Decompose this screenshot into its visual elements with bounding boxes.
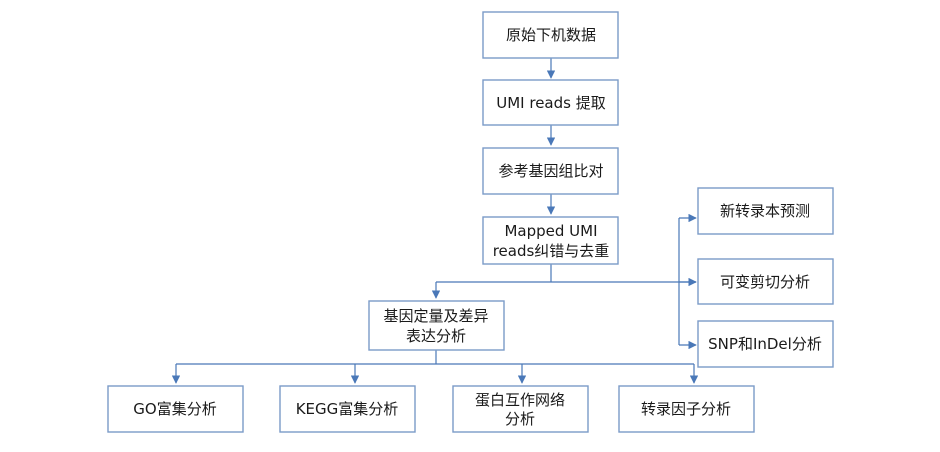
node-umi-extract: UMI reads 提取: [482, 79, 619, 126]
node-go-label: GO富集分析: [133, 400, 216, 418]
node-kegg: KEGG富集分析: [279, 385, 416, 433]
node-go: GO富集分析: [107, 385, 244, 433]
node-alt-splice-label: 可变剪切分析: [720, 273, 810, 291]
node-expression-label-line1: 基因定量及差异: [383, 307, 488, 325]
node-dedup-label-line1: Mapped UMI: [504, 222, 597, 240]
node-ppi-label-line1: 蛋白互作网络: [475, 391, 565, 409]
node-raw-data-label: 原始下机数据: [506, 26, 596, 44]
node-ppi-label-line2: 分析: [505, 410, 535, 428]
node-snp-indel-label: SNP和InDel分析: [708, 335, 822, 353]
node-dedup: Mapped UMI reads纠错与去重: [482, 216, 619, 265]
connectors: [171, 58, 699, 384]
node-snp-indel: SNP和InDel分析: [697, 320, 834, 368]
node-dedup-label-line2: reads纠错与去重: [493, 242, 610, 260]
node-kegg-label: KEGG富集分析: [296, 400, 399, 418]
node-ref-align-label: 参考基因组比对: [498, 162, 603, 180]
node-tf-label: 转录因子分析: [641, 400, 731, 418]
node-alt-splice: 可变剪切分析: [697, 258, 834, 305]
node-ppi: 蛋白互作网络 分析: [452, 385, 589, 433]
node-tf: 转录因子分析: [618, 385, 755, 433]
node-novel-transcript-label: 新转录本预测: [720, 202, 810, 220]
node-umi-extract-label: UMI reads 提取: [496, 94, 605, 112]
node-expression-label-line2: 表达分析: [406, 327, 466, 345]
node-novel-transcript: 新转录本预测: [697, 187, 834, 235]
node-ref-align: 参考基因组比对: [482, 147, 619, 195]
node-raw-data: 原始下机数据: [482, 11, 619, 59]
node-expression: 基因定量及差异 表达分析: [368, 300, 505, 351]
